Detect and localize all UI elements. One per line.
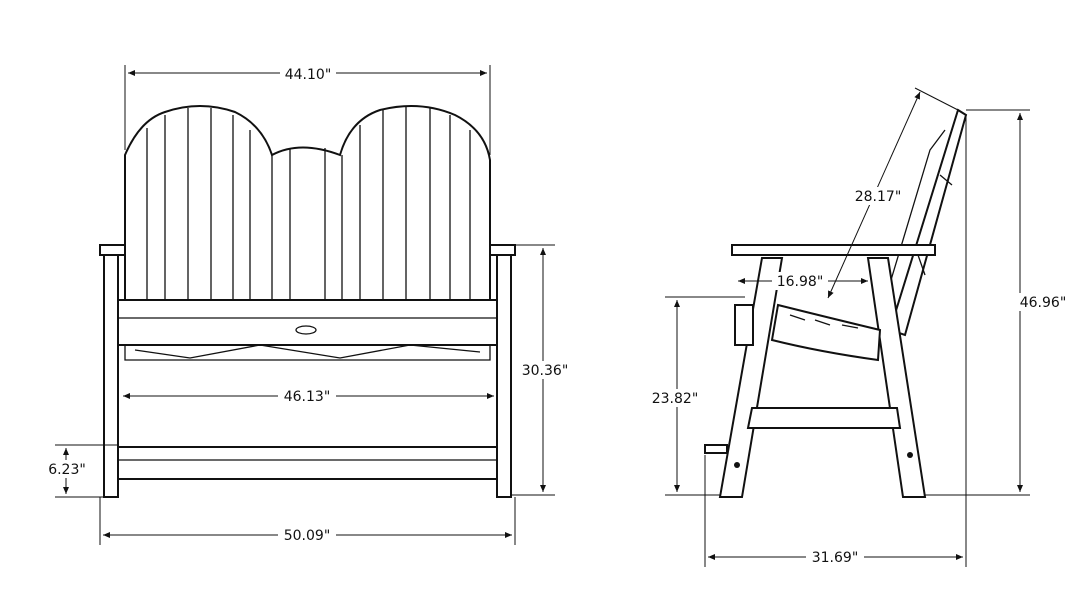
side-view (704, 108, 968, 498)
dim-stretcher-height: 6.23" (48, 462, 86, 478)
front-leg (718, 257, 784, 498)
seat-apron (117, 299, 498, 346)
side-dimensions: 28.17" 16.98" 23.82" 46.96" 31.69" (648, 87, 1070, 567)
dim-overall-height: 46.96" (1020, 295, 1067, 311)
stretcher (117, 446, 498, 480)
left-arm (99, 244, 126, 256)
dim-seat-height: 23.82" (652, 391, 699, 407)
backrest-side (888, 108, 968, 337)
dim-overall-depth: 31.69" (812, 550, 859, 566)
dim-backrest-width: 44.10" (285, 67, 332, 83)
handle-slot (295, 325, 317, 335)
dim-seat-depth: 16.98" (777, 274, 824, 290)
armrest-side (731, 244, 936, 256)
right-leg (496, 254, 512, 498)
dim-seat-width: 46.13" (284, 389, 331, 405)
backrest-slats (146, 106, 471, 300)
right-arm (489, 244, 516, 256)
seat-slats (124, 344, 491, 361)
front-view (99, 105, 516, 498)
dim-arm-height: 30.36" (522, 363, 569, 379)
seat-slats-side (789, 314, 859, 329)
front-bracket (734, 304, 754, 346)
front-dimensions: 44.10" 46.13" 30.36" 6.23" 50.09" (45, 64, 572, 545)
dim-backrest-length: 28.17" (855, 189, 902, 205)
left-leg (103, 254, 119, 498)
dim-overall-width: 50.09" (284, 528, 331, 544)
side-stretcher (746, 407, 902, 429)
backrest (124, 105, 491, 301)
foot-rail (704, 444, 728, 454)
seat-side (770, 303, 882, 362)
